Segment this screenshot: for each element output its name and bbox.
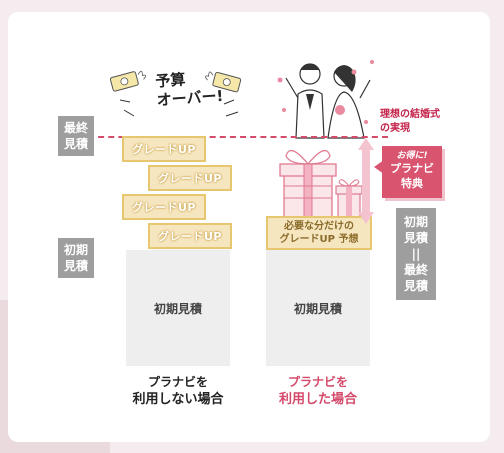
- needed-upgrade-line2: グレードUP 予想: [279, 234, 359, 245]
- benefit-small-text: お得に!: [396, 151, 428, 161]
- money-flying-illustration: [109, 70, 242, 117]
- badge-pointer-icon: [374, 160, 384, 174]
- final-estimate-label: 最終 見積: [58, 116, 94, 156]
- initial-estimate-label: 初期 見積: [58, 238, 94, 278]
- right-initial-estimate-block: 初期見積: [266, 250, 370, 366]
- upgrade-block: グレードUP: [148, 165, 232, 191]
- budget-over-text: 予算 オーバー!: [154, 70, 224, 110]
- upgrade-block: グレードUP: [122, 194, 206, 220]
- needed-upgrade-block: 必要な分だけの グレードUP 予想: [266, 216, 372, 250]
- upgrade-block: グレードUP: [122, 136, 206, 162]
- needed-upgrade-line1: 必要な分だけの: [284, 221, 354, 232]
- initial-equals-final-label: 初期 見積 || 最終 見積: [396, 208, 436, 300]
- right-caption-line2: 利用した場合: [278, 392, 357, 408]
- final-estimate-dashed-line: [88, 136, 388, 138]
- gift-boxes-illustration: [279, 149, 363, 219]
- diagram-card: 予算 オーバー! 最終 見積 初期 見積: [8, 12, 490, 442]
- benefit-line1: プラナビ: [390, 162, 434, 176]
- couple-illustration: [277, 60, 374, 139]
- double-arrow-icon: [358, 138, 374, 224]
- benefit-line2: 特典: [401, 176, 423, 190]
- left-caption-line1: プラナビを: [147, 375, 208, 389]
- planavi-benefit-badge: お得に! プラナビ 特典: [382, 146, 442, 198]
- ideal-wedding-text: 理想の結婚式 の実現: [380, 109, 440, 134]
- left-caption-line2: 利用しない場合: [132, 392, 224, 408]
- upgrade-block: グレードUP: [148, 223, 232, 249]
- right-caption-line1: プラナビを: [287, 375, 348, 389]
- left-initial-estimate-block: 初期見積: [126, 250, 230, 366]
